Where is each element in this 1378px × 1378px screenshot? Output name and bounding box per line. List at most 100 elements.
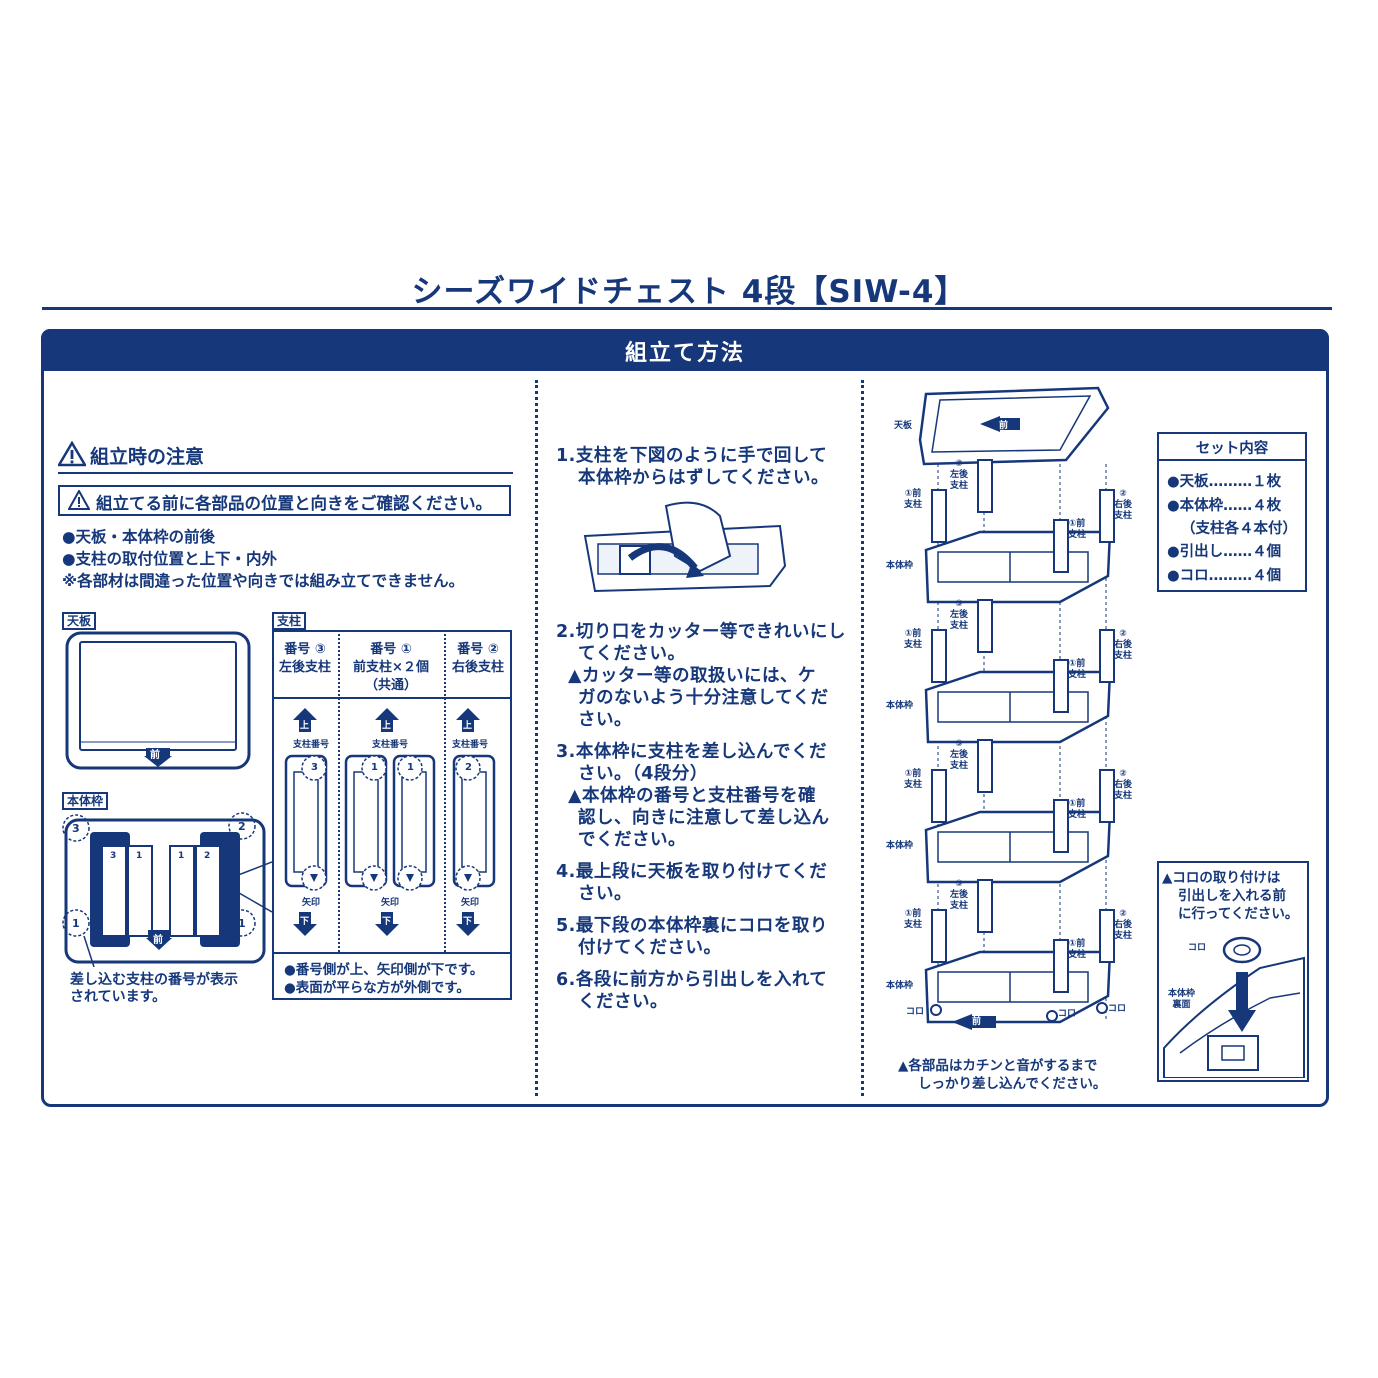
post-name: 右後支柱 <box>451 660 504 675</box>
frame-caption: されています。 <box>70 989 167 1005</box>
post-number: 番号 ① <box>370 642 412 657</box>
frame-slot-number: 2 <box>204 851 211 861</box>
step-5-line-1: 5.最下段の本体枠裏にコロを取り <box>556 916 828 936</box>
posts-table-rule <box>272 952 512 954</box>
section-header: 組立て方法 <box>624 341 745 366</box>
step-3-warning-1: ▲本体枠の番号と支柱番号を確 <box>568 786 816 806</box>
column-divider-1 <box>535 380 538 1096</box>
post-number-label: 支柱番号 <box>371 740 408 750</box>
front-post-callout: ①前支柱 <box>1068 939 1087 960</box>
title-divider <box>42 307 1332 310</box>
caution-item-3: ※各部材は間違った位置や向きでは組み立てできません。 <box>62 572 465 590</box>
front-mark: 前 <box>972 1017 982 1027</box>
post-name: 前支柱×２個 <box>353 660 429 675</box>
exploded-note: しっかり差し込んでください。 <box>918 1076 1107 1092</box>
frame-corner-number: 3 <box>72 822 80 835</box>
arrow-label: 矢印 <box>301 898 320 908</box>
frame-slot-number: 1 <box>136 851 143 861</box>
step-6-line-1: 6.各段に前方から引出しを入れて <box>556 970 828 990</box>
caster-callout: コロ <box>1058 1009 1077 1019</box>
step-1-line-1: 1.支柱を下図のように手で回して <box>556 446 828 466</box>
caster-callout: コロ <box>906 1007 925 1017</box>
set-contents-item: （支柱各４本付） <box>1181 521 1297 537</box>
front-post-callout: ①前支柱 <box>1068 659 1087 680</box>
set-contents-heading: セット内容 <box>1195 441 1269 457</box>
step-4-line-1: 4.最上段に天板を取り付けてくだ <box>556 862 828 882</box>
tier-frame <box>924 810 1112 884</box>
step-4-line-2: さい。 <box>578 884 632 904</box>
post-down-mark: 下 <box>382 917 392 927</box>
frame-callout: 本体枠 <box>886 981 914 991</box>
arrow-label: 矢印 <box>460 898 479 908</box>
caster-note: 引出しを入れる前 <box>1178 888 1286 904</box>
set-contents-item: ●天板………１枚 <box>1167 474 1282 490</box>
step-5-line-2: 付けてください。 <box>578 938 722 958</box>
tier-frame <box>924 950 1112 1024</box>
caution-heading: 組立時の注意 <box>90 446 205 468</box>
frame-corner-number: 2 <box>238 820 246 833</box>
exploded-diagram <box>918 386 1115 1030</box>
step1-illustration <box>583 501 787 593</box>
frame-slot-number: 1 <box>178 851 185 861</box>
frame-corner-number: 1 <box>238 917 246 930</box>
posts-col-divider <box>338 630 340 952</box>
posts-note: ●番号側が上、矢印側が下です。 <box>284 962 484 978</box>
tier-frame <box>924 670 1112 744</box>
front-post-callout: ①前支柱 <box>904 769 923 790</box>
frame-slot-number: 3 <box>110 851 117 861</box>
posts-col-divider <box>444 630 446 952</box>
post-up-mark: 上 <box>382 721 392 731</box>
step-1-line-2: 本体枠からはずしてください。 <box>578 468 829 488</box>
posts-diagram <box>284 708 496 936</box>
arrow-label: 矢印 <box>380 898 399 908</box>
step-2-warning-1: ▲カッター等の取扱いには、ケ <box>568 666 816 686</box>
warning-icon <box>68 490 90 510</box>
post-tag: 1 <box>407 762 414 773</box>
post-up-mark: 上 <box>463 721 473 731</box>
frame-callout: 本体枠 <box>886 701 914 711</box>
frame-caption: 差し込む支柱の番号が表示 <box>70 972 238 988</box>
set-contents-rule <box>1157 459 1307 461</box>
step-3-warning-3: でください。 <box>578 830 686 850</box>
top-panel-callout: 天板 <box>894 421 913 431</box>
front-post-callout: ①前支柱 <box>1068 519 1087 540</box>
step-2-warning-2: ガのないよう十分注意してくだ <box>578 688 829 708</box>
step-6-line-2: ください。 <box>578 992 668 1012</box>
caster-note-box <box>1157 861 1309 1082</box>
post-up-mark: 上 <box>300 721 310 731</box>
front-post-callout: ①前支柱 <box>904 489 923 510</box>
step-2-line-2: てください。 <box>578 644 686 664</box>
post-down-mark: 下 <box>463 917 473 927</box>
step-3-line-1: 3.本体枠に支柱を差し込んでくだ <box>556 742 827 762</box>
front-post-callout: ①前支柱 <box>1068 799 1087 820</box>
frame-callout: 本体枠 <box>886 561 914 571</box>
top-panel-diagram <box>65 631 251 770</box>
front-post-callout: ①前支柱 <box>904 909 923 930</box>
caution-rule <box>58 472 513 474</box>
warning-icon <box>58 441 86 467</box>
caster-note: ▲コロの取り付けは <box>1162 870 1281 886</box>
post-number-label: 支柱番号 <box>292 740 329 750</box>
caution-box-text: 組立てる前に各部品の位置と向きをご確認ください。 <box>96 494 492 513</box>
set-contents-item: ●引出し……４個 <box>1167 544 1282 560</box>
caster-note: に行ってください。 <box>1178 906 1299 922</box>
set-contents-item: ●コロ………４個 <box>1167 568 1282 584</box>
tier-frame <box>924 530 1112 604</box>
step-2-warning-3: さい。 <box>578 710 632 730</box>
posts-table <box>272 630 512 1000</box>
post-number: 番号 ② <box>457 642 499 657</box>
caution-item-2: ●支柱の取付位置と上下・内外 <box>62 550 278 568</box>
frame-front-mark: 前 <box>153 935 163 946</box>
front-mark: 前 <box>999 421 1009 431</box>
section-header-bar <box>41 329 1329 371</box>
caution-item-1: ●天板・本体枠の前後 <box>62 528 216 546</box>
post-down-mark: 下 <box>300 917 310 927</box>
frame-label: 本体枠 <box>62 792 109 810</box>
